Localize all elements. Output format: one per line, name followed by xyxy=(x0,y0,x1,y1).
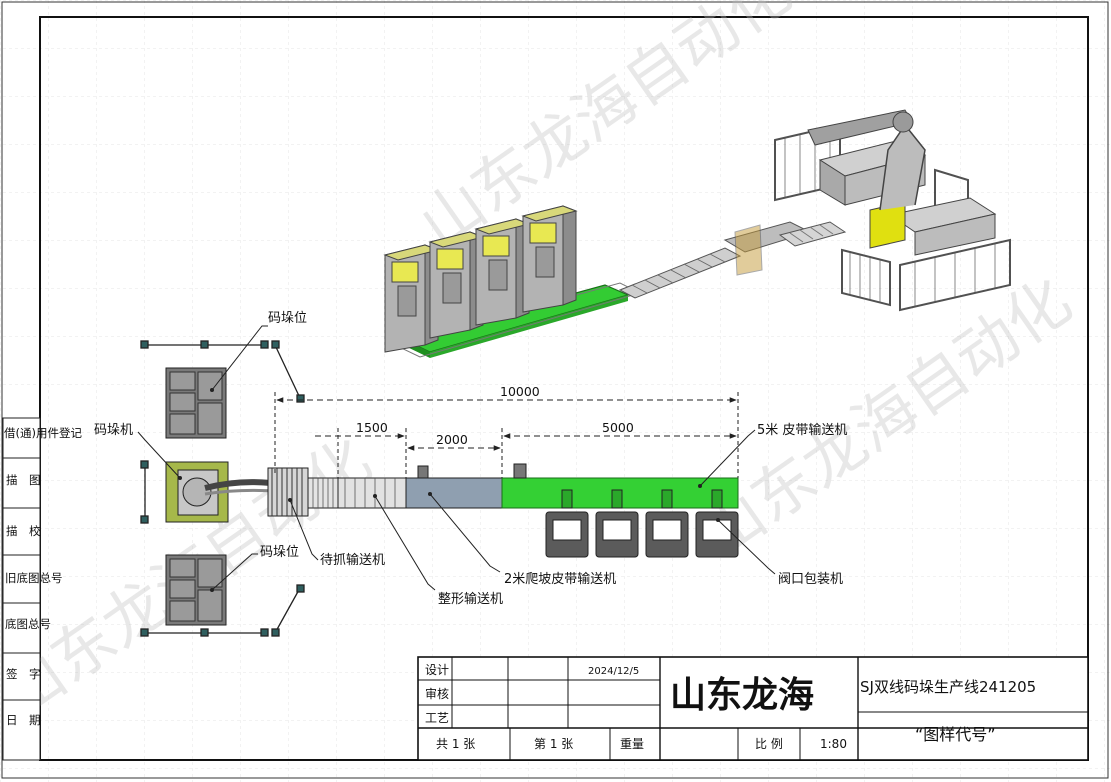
dim-total: 10000 xyxy=(500,384,540,399)
dim-1500: 1500 xyxy=(356,420,388,435)
tb-sheet-no: 第 1 张 xyxy=(534,737,573,751)
label-palletizer: 码垛机 xyxy=(94,423,133,438)
isometric-render xyxy=(383,109,1011,358)
label-shaping-conveyor: 整形输送机 xyxy=(438,591,503,607)
side-trace: 描 图 xyxy=(6,473,41,487)
plan-view xyxy=(140,340,739,637)
side-base-no: 底图总号 xyxy=(5,617,51,631)
label-waiting-conveyor: 待抓输送机 xyxy=(320,552,385,568)
side-sign: 签 字 xyxy=(6,667,41,681)
packer-3d-3 xyxy=(474,218,531,326)
label-belt-conveyor: 5米 皮带输送机 xyxy=(757,422,847,438)
valve-packer-plan-4 xyxy=(695,511,739,558)
label-valve-packer: 阀口包装机 xyxy=(778,572,843,587)
packer-3d-4 xyxy=(521,205,578,313)
tb-total-sheets: 共 1 张 xyxy=(436,737,475,751)
tb-weight-label: 重量 xyxy=(620,737,644,751)
tb-design-label: 设计 xyxy=(425,663,449,677)
side-old-no: 旧底图总号 xyxy=(5,571,63,585)
valve-packer-plan-1 xyxy=(545,511,589,558)
tb-process-label: 工艺 xyxy=(425,711,449,725)
tb-scale-label: 比 例 xyxy=(755,737,783,751)
tb-review-label: 审核 xyxy=(425,686,449,701)
side-check: 描 校 xyxy=(6,524,41,538)
tb-drawing-code: “图样代号” xyxy=(915,725,996,744)
tb-drawing-name: SJ双线码垛生产线241205 xyxy=(860,678,1036,696)
label-stack-top: 码垛位 xyxy=(268,311,307,326)
callout-leaders xyxy=(137,325,776,592)
tb-date: 2024/12/5 xyxy=(588,666,639,677)
dimensions xyxy=(274,392,739,478)
shaping-conveyor-plan xyxy=(337,477,407,509)
side-column: 借(通)用件登记 描 图 描 校 旧底图总号 底图总号 签 字 日 期 xyxy=(2,417,82,761)
stack-position-bottom xyxy=(165,554,227,626)
label-incline-conveyor: 2米爬坡皮带输送机 xyxy=(504,571,616,587)
palletizer-robot xyxy=(165,461,286,523)
dim-2000: 2000 xyxy=(436,432,468,447)
dim-5000: 5000 xyxy=(602,420,634,435)
valve-packer-plan-2 xyxy=(595,511,639,558)
side-date: 日 期 xyxy=(6,713,41,727)
stack-position-top xyxy=(165,367,227,439)
tb-company: 山东龙海 xyxy=(670,675,814,716)
side-register: 借(通)用件登记 xyxy=(4,426,82,440)
title-block xyxy=(417,656,1089,761)
waiting-conveyor-plan xyxy=(267,467,339,517)
label-stack-bottom: 码垛位 xyxy=(260,545,299,560)
incline-conveyor-plan xyxy=(405,465,503,509)
packer-3d-2 xyxy=(428,231,485,339)
belt-conveyor-plan xyxy=(501,463,739,509)
tb-scale-value: 1:80 xyxy=(820,737,847,751)
valve-packer-plan-3 xyxy=(645,511,689,558)
